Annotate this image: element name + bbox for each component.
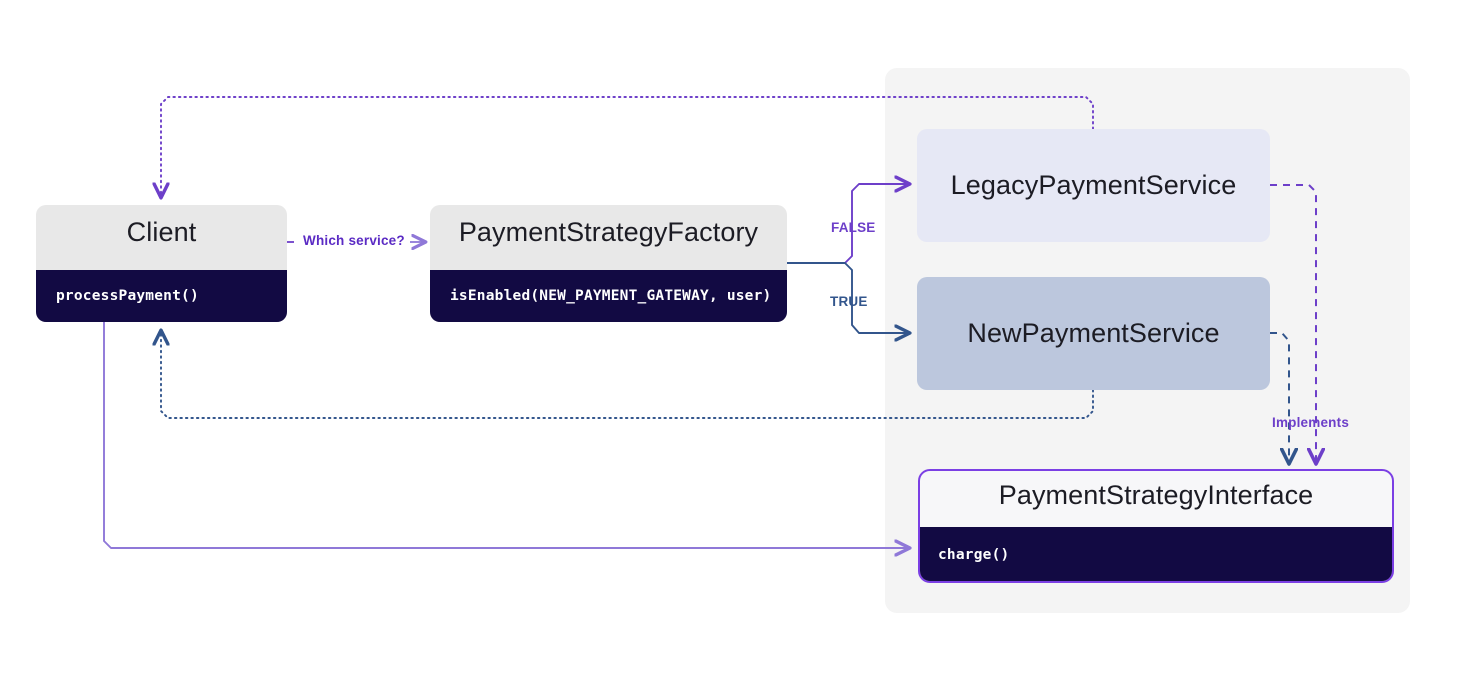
node-client-method: processPayment() [36,270,287,322]
node-payment-strategy-interface[interactable]: PaymentStrategyInterface charge() [918,469,1394,583]
node-payment-strategy-factory[interactable]: PaymentStrategyFactory isEnabled(NEW_PAY… [430,205,787,322]
edge-label-false: FALSE [831,220,876,235]
node-factory-method: isEnabled(NEW_PAYMENT_GATEWAY, user) [430,270,787,322]
edge-label-implements: Implements [1272,415,1350,430]
node-factory-title: PaymentStrategyFactory [458,217,759,247]
edge-label-which-service: Which service? [303,233,405,248]
node-new-payment-service[interactable]: NewPaymentService [917,277,1270,390]
edge-label-true: TRUE [830,294,868,309]
node-client[interactable]: Client processPayment() [36,205,287,322]
node-interface-title: PaymentStrategyInterface [998,480,1314,510]
node-new-title: NewPaymentService [967,317,1220,348]
edge-client-to-interface-charge [103,322,908,548]
node-client-title: Client [126,217,197,247]
node-interface-method: charge() [920,527,1392,581]
node-legacy-title: LegacyPaymentService [950,169,1237,200]
node-legacy-payment-service[interactable]: LegacyPaymentService [917,129,1270,242]
